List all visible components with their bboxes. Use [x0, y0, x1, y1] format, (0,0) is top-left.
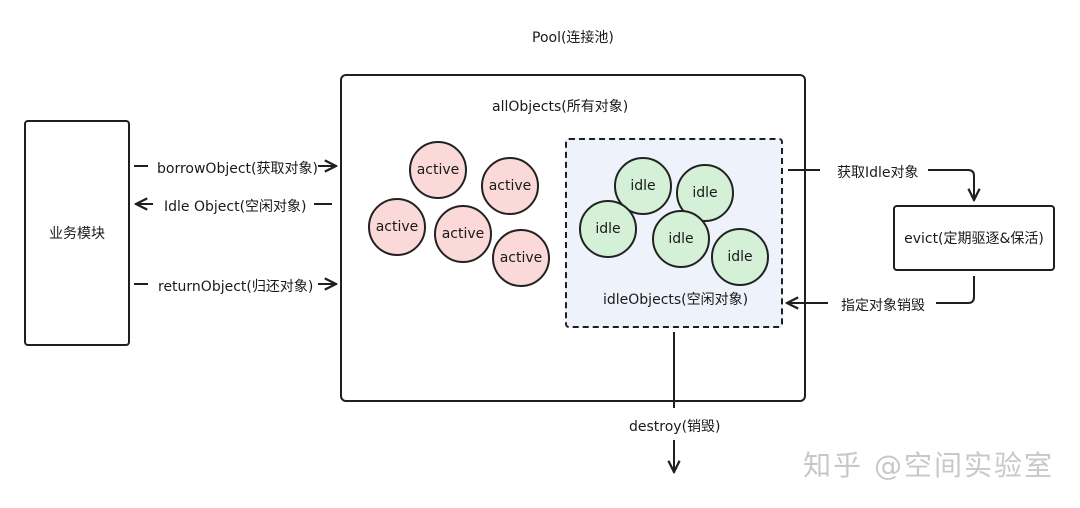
idle-object: idle [711, 228, 769, 286]
destroy-label: destroy(销毁) [629, 419, 721, 435]
active-object: active [434, 205, 492, 263]
borrow-object-label: borrowObject(获取对象) [157, 161, 318, 177]
active-object: active [368, 198, 426, 256]
idle-objects-label: idleObjects(空闲对象) [603, 292, 749, 308]
business-module-box: 业务模块 [24, 120, 130, 346]
active-label: active [375, 219, 419, 235]
idle-object-return-label: Idle Object(空闲对象) [164, 199, 307, 215]
active-object: active [492, 229, 550, 287]
evict-box: evict(定期驱逐&保活) [893, 205, 1055, 271]
idle-label: idle [630, 178, 656, 194]
watermark: 知乎 @空间实验室 [803, 449, 1054, 482]
business-module-label: 业务模块 [49, 226, 105, 242]
idle-label: idle [727, 249, 753, 265]
get-idle-label: 获取Idle对象 [837, 165, 919, 181]
idle-label: idle [668, 231, 694, 247]
idle-object: idle [579, 200, 637, 258]
active-label: active [488, 178, 532, 194]
idle-object: idle [652, 210, 710, 268]
idle-label: idle [692, 185, 718, 201]
all-objects-label: allObjects(所有对象) [492, 99, 629, 115]
destroy-specified-label: 指定对象销毁 [841, 298, 925, 314]
return-object-label: returnObject(归还对象) [158, 279, 314, 295]
active-label: active [416, 162, 460, 178]
destroy-specified-line [936, 276, 975, 304]
get-idle-arrow [928, 169, 974, 200]
idle-label: idle [595, 221, 621, 237]
pool-title: Pool(连接池) [532, 30, 614, 46]
active-object: active [481, 157, 539, 215]
active-label: active [441, 226, 485, 242]
active-label: active [499, 250, 543, 266]
active-object: active [409, 141, 467, 199]
evict-label: evict(定期驱逐&保活) [904, 231, 1044, 247]
